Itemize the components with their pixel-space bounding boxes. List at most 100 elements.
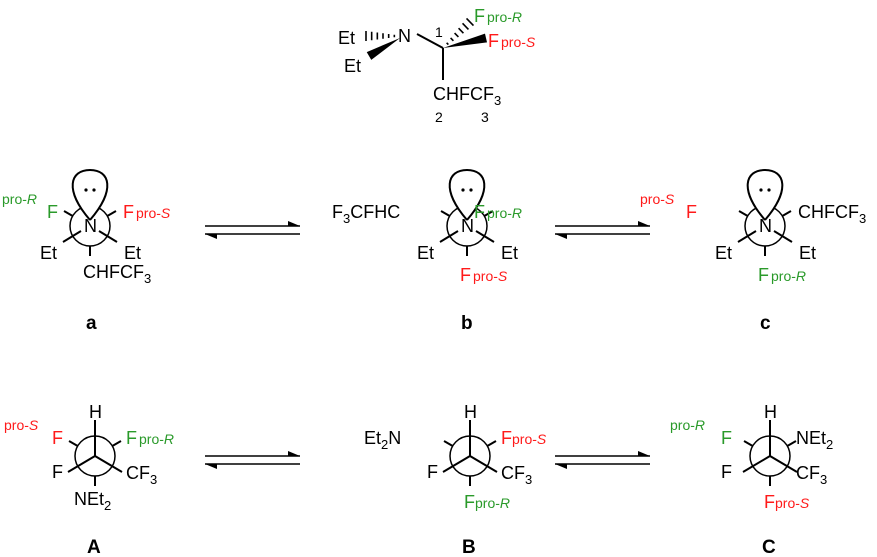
- back-bond: [786, 440, 797, 447]
- nitrogen: N: [759, 216, 772, 236]
- carbon-3-number: 3: [481, 109, 489, 125]
- fluorine-pro-r: Fpro-R: [464, 492, 510, 512]
- front-bond-ethyl-left: [62, 230, 82, 243]
- ethyl-left: Et: [417, 243, 434, 263]
- hashed-bond-f-pro-r: [446, 42, 449, 46]
- equilibrium-arrow-b-c-forward-head: [638, 221, 650, 226]
- front-bond-ethyl-right: [98, 230, 118, 243]
- equilibrium-arrow-a-b-reverse-head: [205, 234, 217, 239]
- chain-substituent: CHFCF3: [798, 202, 866, 226]
- bond-geometry: [62, 17, 798, 486]
- pro-s-label: pro-S: [640, 191, 675, 207]
- chain-substituent: CHFCF3: [83, 262, 151, 286]
- ethyl-left: Et: [40, 243, 57, 263]
- lone-pair-electron: [759, 188, 763, 192]
- equilibrium-arrow-b-c-reverse-head: [555, 234, 567, 239]
- newman-C: H pro-R F NEt2 F CF3 Fpro-S C: [670, 402, 833, 557]
- hashed-bond-f-pro-r: [454, 32, 459, 38]
- wedge-bond-ethyl: [366, 38, 400, 60]
- hydrogen: H: [89, 402, 102, 422]
- fluorine-pro-r: F: [47, 202, 58, 222]
- ethyl-right: Et: [501, 243, 518, 263]
- front-bond-ethyl-right: [773, 230, 793, 243]
- front-bond-ethyl-left: [737, 230, 757, 243]
- top-nitrogen: N: [398, 26, 411, 46]
- back-bond: [743, 440, 754, 447]
- carbon-1-number: 1: [435, 24, 443, 40]
- conformer-label-A: A: [87, 537, 101, 557]
- trifluoromethyl: CF3: [501, 463, 532, 487]
- top-chain: CHFCF3: [433, 84, 501, 108]
- back-bond: [781, 210, 792, 217]
- trifluoromethyl: CF3: [126, 463, 157, 487]
- conformer-label-c: c: [760, 313, 771, 334]
- back-bond: [483, 210, 494, 217]
- back-bond: [440, 210, 451, 217]
- back-bond: [106, 210, 117, 217]
- diethylamino: NEt2: [74, 489, 111, 513]
- equilibrium-arrow-B-C-forward-head: [638, 451, 650, 456]
- newman-B: H Et2N Fpro-S F CF3 Fpro-R B: [364, 402, 547, 557]
- hashed-bond-f-pro-r: [461, 22, 470, 30]
- pro-s-label: pro-S: [4, 417, 39, 433]
- front-bond-lower-left: [67, 455, 96, 473]
- fluorine-pro-s: F: [686, 202, 697, 222]
- nitrogen: N: [84, 216, 97, 236]
- top-ethyl-wedged: Et: [344, 56, 361, 76]
- chain-substituent: F3CFHC: [332, 202, 400, 226]
- carbon-2-number: 2: [435, 109, 443, 125]
- back-bond: [68, 440, 79, 447]
- conformer-label-B: B: [462, 537, 476, 557]
- hashed-bond-f-pro-r: [465, 17, 475, 27]
- back-bond: [63, 210, 74, 217]
- fluorine: F: [721, 462, 732, 482]
- front-bond-ethyl-left: [439, 230, 459, 243]
- ethyl-right: Et: [799, 243, 816, 263]
- ethyl-left: Et: [715, 243, 732, 263]
- ethyl-right: Et: [124, 243, 141, 263]
- fluorine: F: [52, 462, 63, 482]
- bond-n-c1: [416, 33, 444, 49]
- equilibrium-arrow-A-B-reverse-head: [205, 464, 217, 469]
- hashed-bond-f-pro-r: [450, 37, 454, 42]
- front-bond-lower-left: [442, 455, 471, 473]
- hydrogen: H: [464, 402, 477, 422]
- lone-pair-orbital: [746, 168, 784, 221]
- lone-pair-electron: [92, 188, 96, 192]
- wedge-bond-f-pro-s: [443, 33, 488, 48]
- equilibrium-arrow-A-B-forward-head: [288, 451, 300, 456]
- equilibrium-arrow-a-b-forward-head: [288, 221, 300, 226]
- back-bond: [111, 440, 122, 447]
- fluorine-pro-s: Fpro-S: [501, 428, 547, 448]
- pro-r-label: pro-R: [2, 191, 37, 207]
- lone-pair-orbital: [71, 168, 109, 221]
- lone-pair-electron: [767, 188, 771, 192]
- back-bond: [486, 440, 497, 447]
- conformer-label-b: b: [461, 313, 473, 334]
- front-bond-lower-left: [742, 455, 771, 473]
- trifluoromethyl: CF3: [796, 463, 827, 487]
- conformer-label-a: a: [86, 313, 97, 334]
- fluorine: F: [427, 462, 438, 482]
- equilibrium-arrow-B-C-reverse-head: [555, 464, 567, 469]
- fluorine-pro-s: Fpro-S: [764, 492, 810, 512]
- diethylamino: Et2N: [364, 428, 401, 452]
- lone-pair-orbital: [448, 168, 486, 221]
- lone-pair-electron: [469, 188, 473, 192]
- conformer-label-C: C: [762, 537, 776, 557]
- front-bond-lower-right: [769, 455, 798, 473]
- nitrogen: N: [461, 216, 474, 236]
